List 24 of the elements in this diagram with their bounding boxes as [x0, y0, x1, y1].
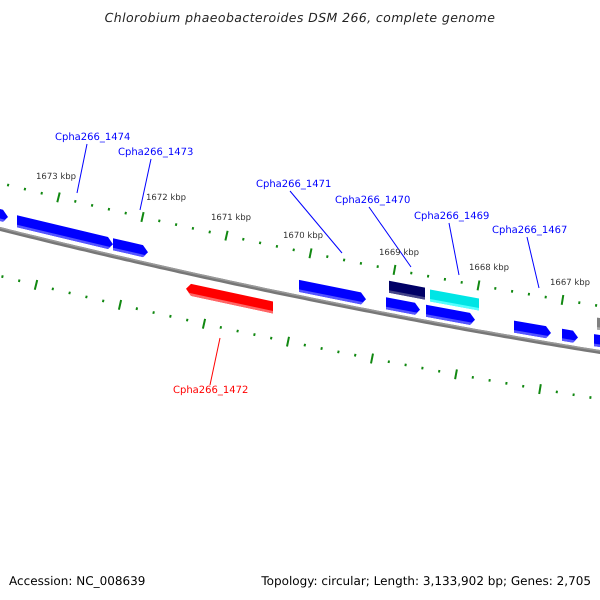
- scale-label: 1667 kbp: [550, 278, 590, 288]
- scale-label: 1668 kbp: [469, 263, 510, 273]
- footer-text: Accession: NC_008639: [9, 574, 146, 588]
- leader-line: [526, 236, 540, 288]
- leader-line: [76, 144, 88, 194]
- scale-label: 1673 kbp: [36, 172, 76, 182]
- footer-text: Topology: circular; Length: 3,133,902 bp; Genes: 2,705: [261, 574, 591, 588]
- gene-label: Cpha266_1474: [55, 132, 130, 144]
- scale-label: 1670 kbp: [283, 231, 324, 241]
- gene-label: Cpha266_1469: [414, 211, 490, 223]
- leader-line: [290, 190, 342, 254]
- leader-line: [448, 222, 460, 276]
- gene-label: Cpha266_1472: [173, 385, 248, 397]
- leader-line: [210, 338, 220, 386]
- scale-label: 1671 kbp: [211, 213, 252, 223]
- leader-line: [140, 158, 152, 210]
- scale-label: 1669 kbp: [379, 248, 420, 258]
- gene-label: Cpha266_1473: [118, 147, 194, 159]
- map-title: Chlorobium phaeobacteroides DSM 266, complete genome: [104, 10, 496, 26]
- gene-label: Cpha266_1470: [335, 195, 410, 207]
- scale-label: 1672 kbp: [146, 193, 186, 203]
- leader-line: [368, 206, 412, 268]
- gene-label: Cpha266_1471: [256, 179, 332, 191]
- gene-label: Cpha266_1467: [492, 225, 568, 237]
